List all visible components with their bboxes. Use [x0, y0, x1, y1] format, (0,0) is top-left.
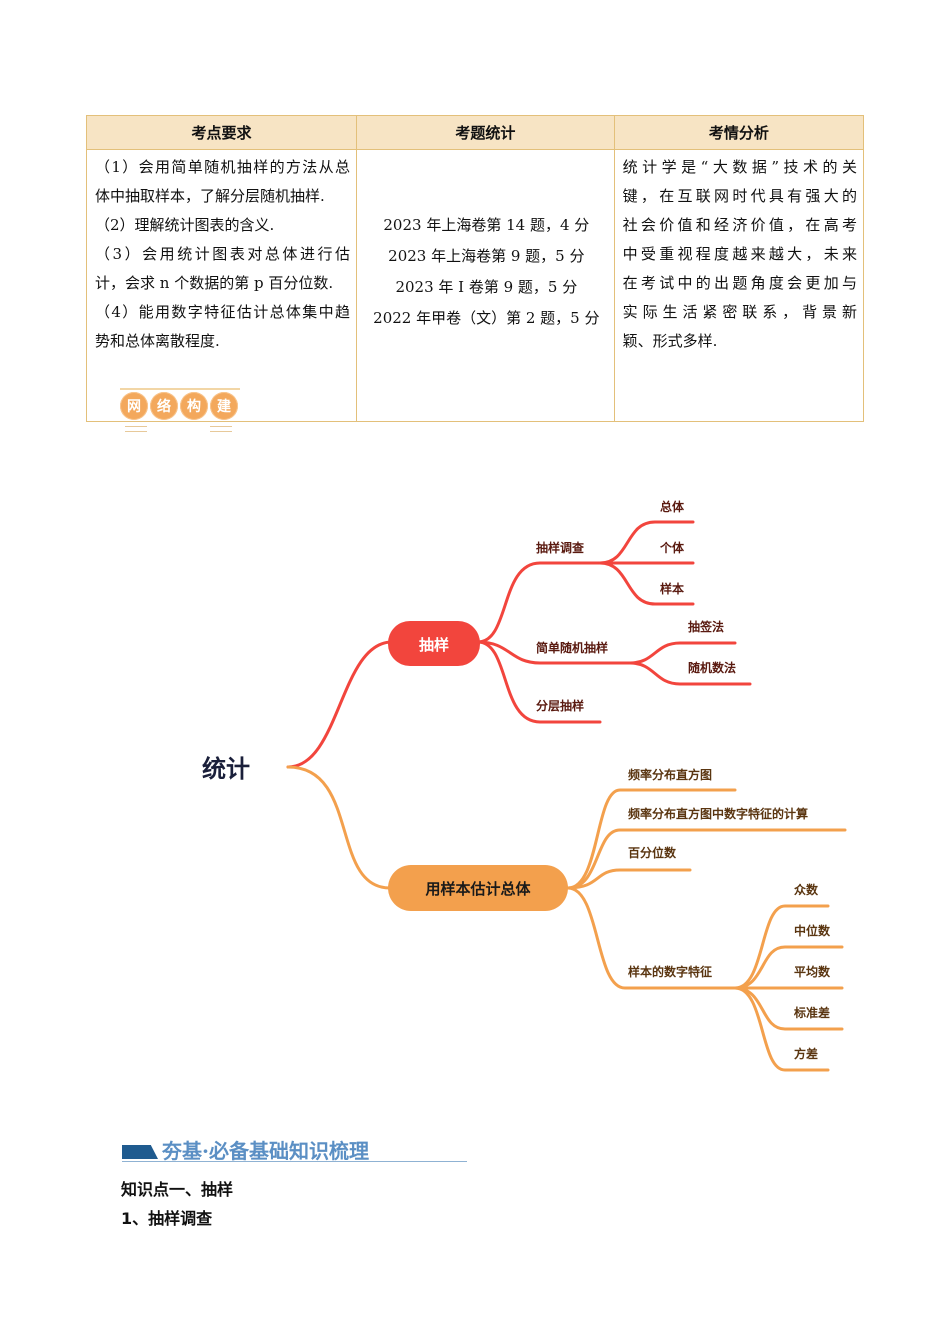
node-sample: 样本 [660, 581, 684, 596]
sampling-node-bg [388, 621, 480, 666]
badge-char: 构 [180, 392, 208, 420]
node-individual: 个体 [659, 540, 685, 555]
node-std-dev: 标准差 [793, 1005, 830, 1020]
requirement-line: 体中抽取样本，了解分层随机抽样. [95, 187, 325, 205]
branch-sampling-lines [286, 520, 752, 769]
badge-char: 网 [120, 392, 148, 420]
section-bar-icon [122, 1145, 158, 1159]
header-requirements: 考点要求 [85, 115, 358, 150]
node-mode: 众数 [794, 882, 819, 897]
analysis-line: 统计学是“大数据”技术的关 [622, 158, 857, 176]
requirement-line: （3）会用统计图表对总体进行估 [95, 245, 351, 263]
analysis-line: 颖、形式多样. [622, 332, 718, 350]
analysis-cell: 统计学是“大数据”技术的关 键，在互联网时代具有强大的 社会价值和经济价值，在高… [613, 149, 865, 422]
knowledge-point-heading: 知识点一、抽样 [121, 1180, 234, 1199]
node-sampling-survey: 抽样调查 [536, 540, 585, 555]
node-numeric-features: 样本的数字特征 [628, 964, 712, 979]
node-percentile: 百分位数 [628, 845, 677, 860]
exam-stats-cell: 2023 年上海卷第 14 题，4 分 2023 年上海卷第 9 题，5 分 2… [356, 149, 615, 422]
exam-stat-line: 2022 年甲卷（文）第 2 题，5 分 [373, 309, 600, 327]
badge-underline [210, 426, 232, 432]
badge-top-line [120, 388, 240, 390]
requirement-line: （4）能用数字特征估计总体集中趋 [95, 303, 351, 321]
analysis-line: 中受重视程度越来越大，未来 [622, 245, 857, 263]
requirement-line: 计，会求 n 个数据的第 p 百分位数. [95, 274, 334, 292]
exam-stat-line: 2023 年上海卷第 14 题，4 分 [383, 216, 590, 234]
estimation-children: 频率分布直方图 频率分布直方图中数字特征的计算 百分位数 样本的数字特征 众数 … [628, 767, 831, 1061]
estimation-node: 用样本估计总体 [425, 880, 531, 898]
analysis-line: 实际生活紧密联系，背景新 [622, 303, 857, 321]
badge-char: 建 [210, 392, 238, 420]
analysis-line: 社会价值和经济价值，在高考 [622, 216, 857, 234]
network-build-badge: 网 络 构 建 [120, 392, 238, 420]
badge-char: 络 [150, 392, 178, 420]
exam-overview-table: 考点要求 考题统计 考情分析 （1）会用简单随机抽样的方法从总 体中抽取样本，了… [85, 115, 865, 422]
node-simple-random: 简单随机抽样 [536, 640, 608, 655]
section-underline [122, 1161, 467, 1162]
analysis-line: 键，在互联网时代具有强大的 [622, 187, 857, 205]
branch-estimation-lines [286, 765, 847, 1072]
node-lottery: 抽签法 [688, 619, 724, 634]
node-random-number: 随机数法 [688, 660, 736, 675]
badge-underline [125, 426, 147, 432]
node-mean: 平均数 [794, 964, 831, 979]
node-median: 中位数 [794, 923, 831, 938]
header-exam-stats: 考题统计 [356, 115, 615, 150]
requirement-line: （1）会用简单随机抽样的方法从总 [95, 158, 351, 176]
header-analysis: 考情分析 [613, 115, 865, 150]
requirements-cell: （1）会用简单随机抽样的方法从总 体中抽取样本，了解分层随机抽样. （2）理解统… [85, 149, 358, 422]
requirement-line: （2）理解统计图表的含义. [95, 216, 275, 234]
root-node: 统计 [202, 755, 250, 783]
requirement-line: 势和总体离散程度. [95, 332, 220, 350]
exam-stat-line: 2023 年 I 卷第 9 题，5 分 [395, 278, 578, 296]
node-histogram-features: 频率分布直方图中数字特征的计算 [628, 806, 808, 821]
sampling-node: 抽样 [419, 636, 449, 654]
subheading: 1、抽样调查 [121, 1209, 213, 1228]
section-title: 夯基·必备基础知识梳理 [162, 1139, 369, 1163]
exam-stat-line: 2023 年上海卷第 9 题，5 分 [388, 247, 585, 265]
estimation-node-bg [388, 865, 568, 911]
analysis-line: 在考试中的出题角度会更加与 [622, 274, 857, 292]
node-population: 总体 [660, 499, 685, 514]
node-variance: 方差 [794, 1046, 818, 1061]
mindmap: 统计 抽样 抽样调查 简单随机抽样 分层抽样 总体 个体 样本 抽签法 随机数法… [202, 499, 847, 1072]
node-histogram: 频率分布直方图 [628, 767, 712, 782]
node-stratified: 分层抽样 [536, 698, 584, 713]
sampling-children: 抽样调查 简单随机抽样 分层抽样 总体 个体 样本 抽签法 随机数法 [536, 499, 736, 713]
